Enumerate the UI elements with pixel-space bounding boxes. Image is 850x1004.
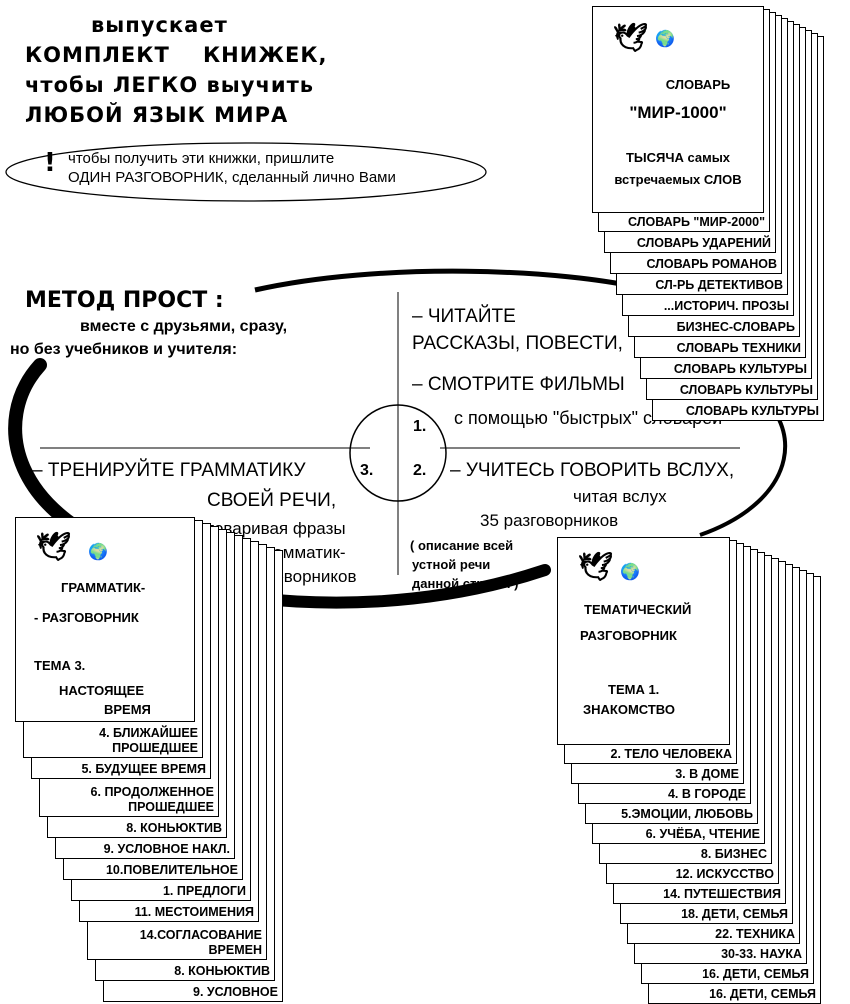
method-sub-1: вместе с друзьями, сразу, <box>80 318 288 335</box>
stack-page-label: 1. ПРЕДЛОГИ <box>162 884 246 898</box>
stack-page-label: 10.ПОВЕЛИТЕЛЬНОЕ <box>105 863 238 877</box>
stack-page-label: БИЗНЕС-СЛОВАРЬ <box>676 320 795 334</box>
step-read-2: РАССКАЗЫ, ПОВЕСТИ, <box>412 333 623 354</box>
stack-page-label: 4. БЛИЖАЙШЕЕ ПРОШЕДШЕЕ <box>99 726 198 755</box>
center-circle <box>349 404 447 502</box>
stack-page-label: 6. УЧЁБА, ЧТЕНИЕ <box>645 827 760 841</box>
stack-page-label: 16. ДЕТИ, СЕМЬЯ <box>709 987 816 1001</box>
globe-icon: 🌍 <box>655 31 675 48</box>
step-grammar-2: СВОЕЙ РЕЧИ, <box>207 490 337 511</box>
stack-page-label: СЛОВАРЬ УДАРЕНИЙ <box>636 236 771 250</box>
globe-icon: 🌍 <box>620 564 640 581</box>
stack-page-label: 14.СОГЛАСОВАНИЕ ВРЕМЕН <box>139 928 262 957</box>
stack-page-label: 9. УСЛОВНОЕ НАКЛ. <box>103 842 230 856</box>
dictionary-cover-name: "МИР-1000" <box>629 103 727 122</box>
header-line-1: выпускает <box>91 13 228 37</box>
phrasebook-cover-title-2: РАЗГОВОРНИК <box>580 628 677 643</box>
stack-page-label: СЛОВАРЬ КУЛЬТУРЫ <box>685 404 819 418</box>
stack-page-label: 3. В ДОМЕ <box>675 767 739 781</box>
stack-page-label: 30-33. НАУКА <box>721 947 802 961</box>
stack-page-label: 5. БУДУЩЕЕ ВРЕМЯ <box>81 762 206 776</box>
phrasebook-cover: 🕊 🌍 ТЕМАТИЧЕСКИЙ РАЗГОВОРНИК ТЕМА 1. ЗНА… <box>557 537 730 745</box>
step-speak-2: читая вслух <box>573 487 667 506</box>
step-desc-1: ( описание всей <box>410 538 514 553</box>
header-line-2: КОМПЛЕКТ КНИЖЕК, <box>25 43 328 67</box>
stack-page-label: 9. УСЛОВНОЕ <box>193 985 278 999</box>
phrasebook-cover-theme: ТЕМА 1. <box>608 682 660 697</box>
step-watch: – СМОТРИТЕ ФИЛЬМЫ <box>412 374 625 395</box>
stack-page-label: 2. ТЕЛО ЧЕЛОВЕКА <box>610 747 732 761</box>
grammar-cover-title-2: - РАЗГОВОРНИК <box>34 610 139 625</box>
phrasebook-cover-topic: ЗНАКОМСТВО <box>583 702 675 717</box>
step-number-3: 3. <box>360 462 374 479</box>
header-line-3: чтобы ЛЕГКО выучить <box>25 73 315 97</box>
oval-top-arc <box>254 268 651 293</box>
header-line-4: ЛЮБОЙ ЯЗЫК МИРА <box>25 103 289 127</box>
stack-page-label: 8. КОНЬЮКТИВ <box>174 964 270 978</box>
stack-page-label: 8. БИЗНЕС <box>700 847 767 861</box>
dictionary-cover-title: СЛОВАРЬ <box>665 77 731 92</box>
step-grammar-1: – ТРЕНИРУЙТЕ ГРАММАТИКУ <box>32 460 306 481</box>
stack-page-label: 22. ТЕХНИКА <box>715 927 795 941</box>
step-desc-2: устной речи <box>412 557 491 572</box>
dictionary-cover: 🕊 🌍 СЛОВАРЬ "МИР-1000" ТЫСЯЧА самых встр… <box>592 6 764 213</box>
header: выпускает КОМПЛЕКТ КНИЖЕК, чтобы ЛЕГКО в… <box>25 10 328 130</box>
step-speak: – УЧИТЕСЬ ГОВОРИТЬ ВСЛУХ, <box>450 460 735 481</box>
stack-page-label: 11. МЕСТОИМЕНИЯ <box>134 905 254 919</box>
notice-line-2: ОДИН РАЗГОВОРНИК, сделанный лично Вами <box>68 169 396 186</box>
notice-mark: ! <box>44 148 56 178</box>
dove-icon: 🕊 <box>578 551 614 582</box>
grammar-cover-topic-1: НАСТОЯЩЕЕ <box>59 683 145 698</box>
stack-page-label: 12. ИСКУССТВО <box>675 867 774 881</box>
notice-line-1: чтобы получить эти книжки, пришлите <box>68 150 335 167</box>
stack-page-label: 18. ДЕТИ, СЕМЬЯ <box>681 907 788 921</box>
stack-page-label: 16. ДЕТИ, СЕМЬЯ <box>702 967 809 981</box>
stack-page-label: 6. ПРОДОЛЖЕННОЕ ПРОШЕДШЕЕ <box>90 785 214 814</box>
step-desc-3: данной страны ) <box>412 576 519 591</box>
stack-page-label: ...ИСТОРИЧ. ПРОЗЫ <box>663 299 789 313</box>
stack-page-label: СЛОВАРЬ КУЛЬТУРЫ <box>673 362 807 376</box>
globe-icon: 🌍 <box>88 544 108 561</box>
grammar-cover-theme: ТЕМА 3. <box>34 658 86 673</box>
stack-page-label: 5.ЭМОЦИИ, ЛЮБОВЬ <box>621 807 753 821</box>
grammar-cover: 🕊 🌍 ГРАММАТИК- - РАЗГОВОРНИК ТЕМА 3. НАС… <box>15 517 195 722</box>
dove-icon: 🕊 <box>36 531 72 562</box>
dictionary-cover-desc-1: ТЫСЯЧА самых <box>625 150 731 165</box>
dove-icon: 🕊 <box>613 22 649 53</box>
stack-page-label: 4. В ГОРОДЕ <box>667 787 746 801</box>
phrasebook-cover-title-1: ТЕМАТИЧЕСКИЙ <box>584 602 692 617</box>
step-speak-3: 35 разговорников <box>480 511 619 530</box>
stack-page-label: СЛОВАРЬ РОМАНОВ <box>646 257 777 271</box>
dictionary-cover-desc-2: встречаемых СЛОВ <box>614 172 742 187</box>
stack-page-label: СЛОВАРЬ "МИР-2000" <box>628 215 765 229</box>
stack-page-label: СЛОВАРЬ КУЛЬТУРЫ <box>679 383 813 397</box>
stack-page-label: СЛОВАРЬ ТЕХНИКИ <box>676 341 801 355</box>
grammar-cover-topic-2: ВРЕМЯ <box>104 702 151 717</box>
stack-page-label: СЛ-РЬ ДЕТЕКТИВОВ <box>655 278 783 292</box>
grammar-cover-title-1: ГРАММАТИК- <box>61 580 146 595</box>
method-title: МЕТОД ПРОСТ : <box>25 288 224 313</box>
notice-ellipse <box>5 142 487 202</box>
method-sub-2: но без учебников и учителя: <box>10 341 238 358</box>
stack-page-label: 14. ПУТЕШЕСТВИЯ <box>663 887 781 901</box>
step-read-1: – ЧИТАЙТЕ <box>412 306 516 327</box>
step-number-1: 1. <box>413 418 427 435</box>
stack-page-label: 8. КОНЬЮКТИВ <box>126 821 222 835</box>
step-number-2: 2. <box>413 462 427 479</box>
